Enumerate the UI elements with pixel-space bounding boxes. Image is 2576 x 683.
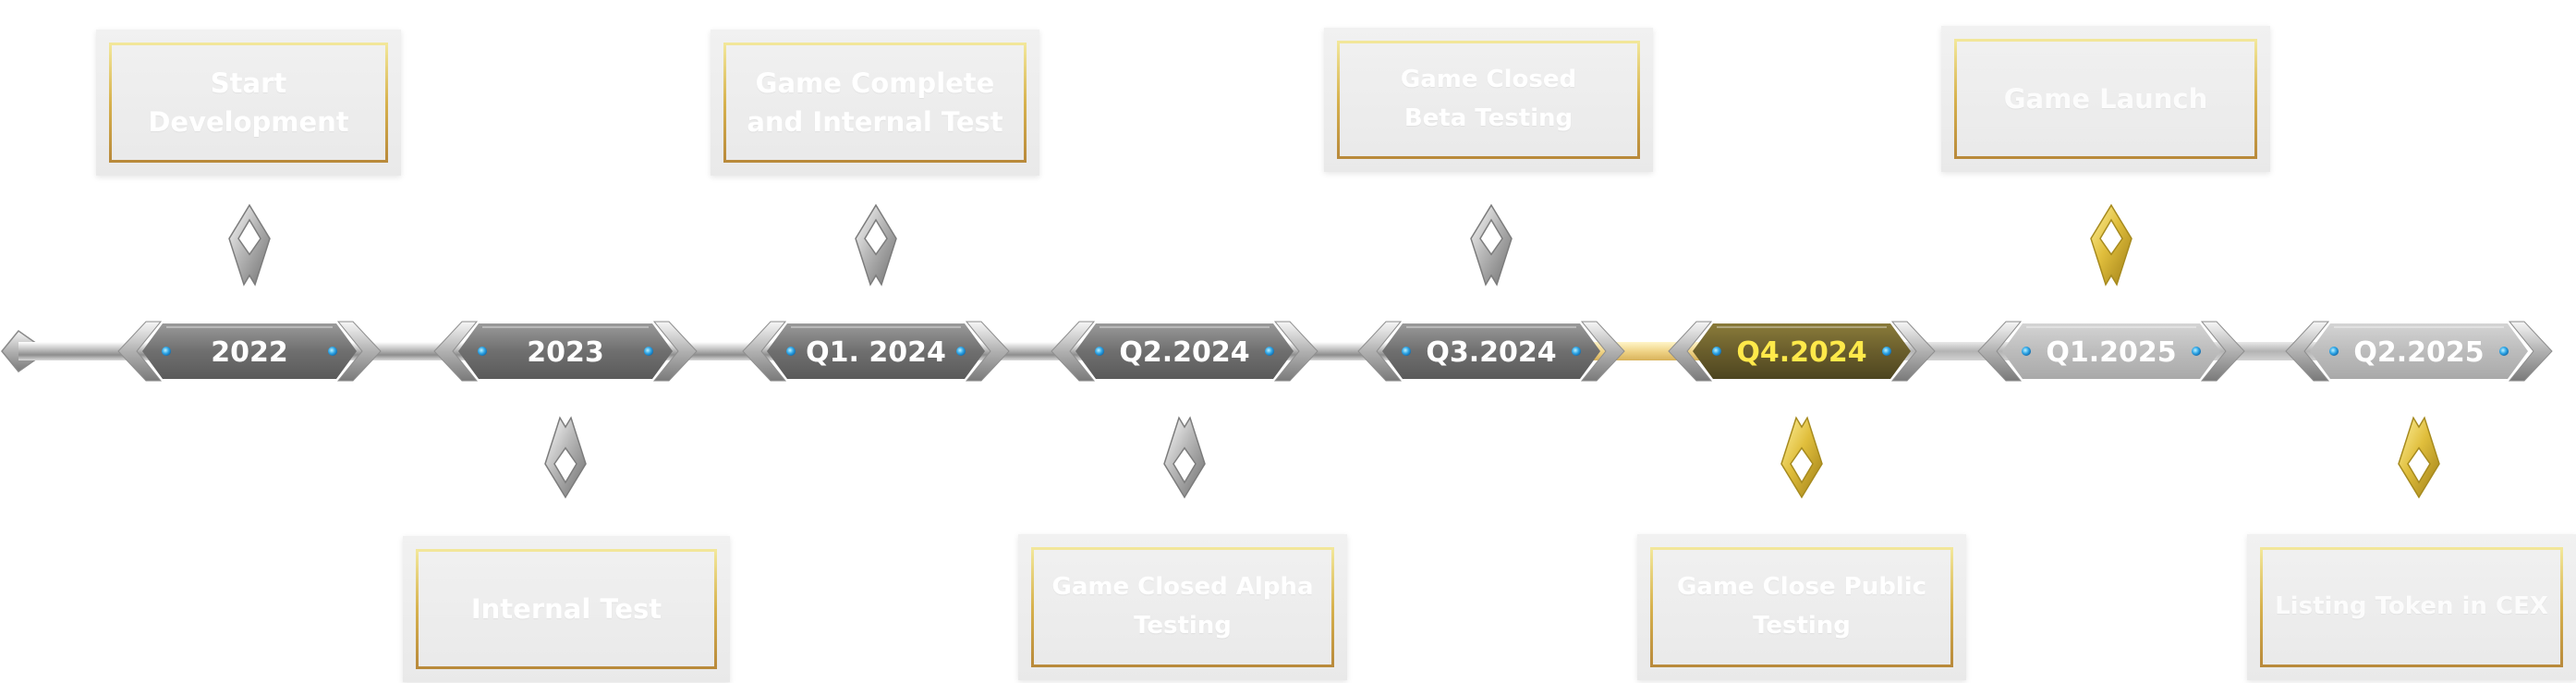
badge-gem-icon — [1265, 347, 1274, 356]
badge-right-cap — [1890, 321, 1936, 382]
badge-gem-icon — [2499, 347, 2509, 356]
milestone-event-label: Game Close Public Testing — [1676, 573, 1927, 640]
badge-right-cap — [1273, 321, 1318, 382]
milestone-marker-up-icon — [855, 203, 897, 287]
badge-left-cap — [742, 321, 787, 382]
badge-right-cap — [965, 321, 1010, 382]
milestone-event-label: Start Development — [148, 67, 349, 138]
milestone-marker-up-icon — [1470, 203, 1513, 287]
milestone-event-label: Game Launch — [2003, 82, 2208, 115]
milestone-card: Listing Token in CEX — [2247, 534, 2576, 680]
milestone-marker-down-icon — [544, 416, 587, 499]
badge-gem-icon — [1402, 347, 1411, 356]
badge-body — [2310, 323, 2528, 379]
milestone-card: Game Close Public Testing — [1637, 534, 1966, 680]
milestone-year-label: 2023 — [527, 336, 604, 369]
badge-gem-icon — [478, 347, 487, 356]
badge-left-cap — [433, 321, 479, 382]
milestone-card-frame: Game Closed Beta Testing — [1337, 41, 1640, 159]
badge-gem-icon — [162, 347, 171, 356]
milestone-card-frame: Game Complete and Internal Test — [723, 43, 1027, 163]
badge-body — [767, 323, 985, 379]
badge-body — [458, 323, 673, 379]
badge-body — [1075, 323, 1294, 379]
milestone-year-badge: 2023 — [433, 321, 698, 382]
milestone-year-badge: Q4.2024 — [1668, 321, 1936, 382]
badge-gem-icon — [2022, 347, 2031, 356]
milestone-year-badge: Q1.2025 — [1977, 321, 2245, 382]
milestone-event-label: Internal Test — [470, 592, 662, 625]
badge-gem-icon — [1712, 347, 1721, 356]
milestone-marker-down-icon — [1163, 416, 1206, 499]
milestone-event-label: Game Complete and Internal Test — [747, 67, 1003, 138]
badge-left-cap — [117, 321, 163, 382]
milestone-card-frame: Internal Test — [416, 549, 717, 669]
milestone-event-label: Listing Token in CEX — [2275, 592, 2548, 621]
badge-right-cap — [2200, 321, 2245, 382]
milestone-year-label: Q1.2025 — [2046, 336, 2176, 369]
milestone-year-label: Q3.2024 — [1426, 336, 1556, 369]
badge-right-cap — [1580, 321, 1625, 382]
milestone-year-badge: Q2.2024 — [1051, 321, 1318, 382]
milestone-card: Game Closed Beta Testing — [1324, 28, 1653, 172]
milestone-card: Internal Test — [403, 536, 730, 682]
badge-left-cap — [1357, 321, 1403, 382]
milestone-year-label: Q4.2024 — [1736, 336, 1866, 369]
badge-right-cap — [2508, 321, 2553, 382]
milestone-card-frame: Game Closed Alpha Testing — [1031, 547, 1334, 667]
badge-gem-icon — [1572, 347, 1581, 356]
badge-body — [2002, 323, 2220, 379]
milestone-year-badge: Q2.2025 — [2285, 321, 2553, 382]
milestone-marker-down-icon — [1780, 416, 1823, 499]
badge-body — [142, 323, 357, 379]
milestone-card-frame: Listing Token in CEX — [2260, 547, 2563, 667]
milestone-marker-up-icon — [228, 203, 271, 287]
milestone-marker-up-icon — [2090, 203, 2132, 287]
milestone-year-badge: Q1. 2024 — [742, 321, 1010, 382]
milestone-card-frame: Start Development — [109, 43, 388, 163]
milestone-year-badge: Q3.2024 — [1357, 321, 1625, 382]
badge-gem-icon — [956, 347, 966, 356]
milestone-event-label: Game Closed Beta Testing — [1400, 66, 1577, 132]
milestone-card-frame: Game Launch — [1954, 39, 2257, 159]
badge-left-cap — [1668, 321, 1713, 382]
milestone-marker-down-icon — [2398, 416, 2440, 499]
milestone-card: Game Launch — [1941, 26, 2270, 172]
milestone-card-frame: Game Close Public Testing — [1650, 547, 1953, 667]
milestone-year-label: 2022 — [211, 336, 288, 369]
badge-gem-icon — [786, 347, 796, 356]
milestone-year-label: Q2.2025 — [2353, 336, 2484, 369]
badge-right-cap — [336, 321, 382, 382]
milestone-year-label: Q2.2024 — [1119, 336, 1249, 369]
badge-gem-icon — [644, 347, 653, 356]
badge-body — [1382, 323, 1600, 379]
badge-left-cap — [1051, 321, 1096, 382]
badge-gem-icon — [328, 347, 337, 356]
badge-gem-icon — [1095, 347, 1104, 356]
milestone-card: Game Complete and Internal Test — [711, 30, 1039, 176]
milestone-card: Game Closed Alpha Testing — [1018, 534, 1347, 680]
badge-left-cap — [2285, 321, 2330, 382]
badge-right-cap — [652, 321, 698, 382]
badge-gem-icon — [2329, 347, 2339, 356]
badge-left-cap — [1977, 321, 2023, 382]
milestone-year-label: Q1. 2024 — [806, 336, 946, 369]
badge-gem-icon — [2192, 347, 2201, 356]
milestone-event-label: Game Closed Alpha Testing — [1051, 573, 1314, 640]
milestone-card: Start Development — [96, 30, 401, 176]
badge-gem-icon — [1882, 347, 1891, 356]
milestone-year-badge: 2022 — [117, 321, 382, 382]
badge-body — [1693, 323, 1911, 379]
